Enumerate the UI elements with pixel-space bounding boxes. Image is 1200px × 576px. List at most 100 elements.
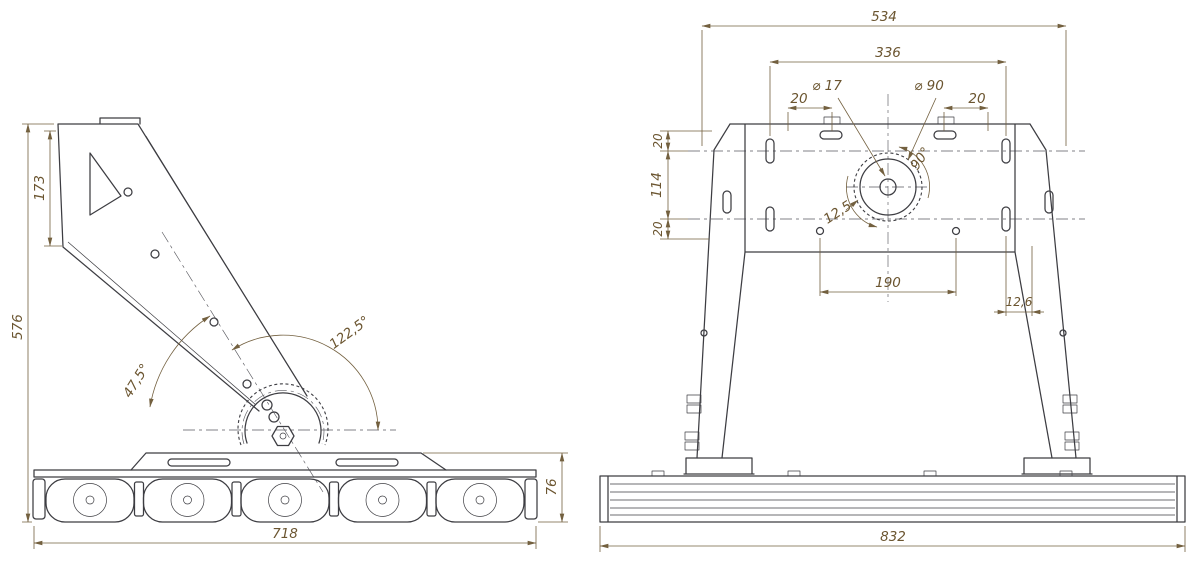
- angle-arc: [149, 315, 211, 408]
- extension-lines: [819, 238, 957, 296]
- hinge-hex-nut: [271, 425, 295, 447]
- extension-lines: [943, 112, 989, 131]
- dim-label-offset-right: 20: [968, 91, 985, 107]
- extension-lines: [701, 30, 1067, 146]
- dim-side-overall-width: 718: [33, 526, 537, 549]
- slot: [1001, 138, 1011, 164]
- plate-slot: [167, 458, 231, 467]
- bolt-nut: [684, 441, 700, 451]
- bar-tab: [1059, 470, 1073, 477]
- module-lens: [463, 483, 497, 517]
- module-axis: [378, 495, 387, 505]
- dim-label-rotation: 90°: [907, 144, 934, 173]
- hinge-bolt: [268, 411, 280, 423]
- angle-arc: [231, 334, 381, 431]
- rotation-boss: 90° 12,5: [821, 144, 934, 227]
- arm-hole: [242, 379, 252, 389]
- boss-ring: [859, 158, 917, 216]
- bracket-arm-outline: [57, 117, 308, 412]
- end-cap: [524, 478, 538, 520]
- extension-lines: [769, 66, 1007, 136]
- bar-tab: [787, 470, 801, 477]
- bolt-nut: [1064, 431, 1080, 441]
- led-module: [435, 478, 525, 523]
- bolt-nut: [686, 394, 702, 404]
- bolt-nut: [684, 431, 700, 441]
- bracket-outline: [696, 123, 1077, 459]
- dim-label-offset-left: 20: [790, 91, 807, 107]
- module-clamp: [328, 481, 340, 517]
- dim-label-angle-min: 47,5°: [120, 361, 153, 401]
- arm-hole: [150, 249, 160, 259]
- slot: [1044, 190, 1054, 214]
- led-bar-front: [599, 470, 1186, 523]
- dim-boss-dia: ⌀ 90: [907, 78, 944, 161]
- dim-front-top-width: 534: [701, 9, 1067, 146]
- leg-bolts-right: [1062, 394, 1080, 451]
- dim-label-base-span: 190: [875, 275, 901, 291]
- dim-front-slot-span: 336: [769, 45, 1007, 136]
- mount-plate: [130, 452, 447, 471]
- base-hole: [815, 226, 825, 236]
- module-axis: [183, 495, 192, 505]
- bolt-nut: [1064, 441, 1080, 451]
- dim-side-angle-min: 47,5°: [120, 315, 211, 408]
- module-lens: [268, 483, 302, 517]
- rotation-arrow: [898, 146, 930, 199]
- dim-label-top-width: 534: [871, 9, 897, 25]
- led-bar-fins: [610, 483, 1175, 516]
- dim-label-angle-max: 122,5°: [327, 313, 373, 353]
- dim-label-fixture-height: 76: [544, 478, 560, 495]
- led-module: [142, 478, 233, 523]
- dim-side-fixture-height: 76: [423, 452, 568, 523]
- dim-hole-dia: ⌀ 17: [812, 78, 886, 177]
- slot: [1001, 206, 1011, 232]
- bolt-nut: [686, 404, 702, 414]
- arm-hole: [123, 187, 133, 197]
- module-axis: [280, 495, 290, 505]
- dim-label-slot-span: 336: [875, 45, 901, 61]
- slot: [765, 206, 775, 232]
- end-cap: [32, 478, 46, 520]
- dim-front-offset-left: 20: [787, 91, 833, 131]
- module-lens: [170, 483, 205, 517]
- dim-side-arm-upper: 173: [32, 130, 62, 247]
- bolt-nut: [1062, 394, 1078, 404]
- plate-slot: [335, 458, 399, 467]
- module-clamp: [133, 481, 145, 517]
- extension-lines: [787, 112, 833, 131]
- dim-front-base-span: 190: [819, 238, 957, 296]
- module-lens: [73, 483, 107, 517]
- dim-label-tooth-pitch: 12,5: [821, 198, 855, 228]
- front-centerlines: [688, 94, 1085, 302]
- led-module: [45, 478, 135, 523]
- hinge-pitch-circle: [241, 390, 325, 445]
- module-clamp: [426, 481, 437, 517]
- dim-side-overall-height: 576: [10, 123, 54, 523]
- dim-label-overall-width-front: 832: [880, 529, 906, 545]
- top-tab: [937, 116, 955, 125]
- slot-horizontal: [819, 130, 843, 140]
- hinge-assembly: [237, 383, 329, 447]
- fixture-rail: [33, 469, 537, 478]
- bolt-nut: [1062, 404, 1078, 414]
- dim-label-row-span: 114: [649, 172, 665, 198]
- module-clamp: [231, 481, 242, 517]
- slot-horizontal: [933, 130, 957, 140]
- leader-line: [837, 97, 886, 177]
- dim-front-side-offset: 12,6: [994, 236, 1044, 316]
- dim-front-offset-right: 20: [943, 91, 989, 131]
- dim-label-overall-width: 718: [272, 526, 298, 542]
- dim-label-edge-top: 20: [651, 133, 665, 149]
- center-hole: [879, 178, 897, 196]
- leg-hole: [700, 329, 708, 337]
- dim-label-boss-dia: ⌀ 90: [914, 78, 944, 94]
- module-lens: [365, 483, 400, 517]
- arm-holes: [123, 187, 252, 389]
- base-hole: [951, 226, 961, 236]
- dim-label-side-offset: 12,6: [1006, 295, 1033, 309]
- extension-lines: [660, 130, 712, 240]
- dim-label-overall-height: 576: [10, 314, 26, 340]
- rotation-arrow: [846, 175, 878, 228]
